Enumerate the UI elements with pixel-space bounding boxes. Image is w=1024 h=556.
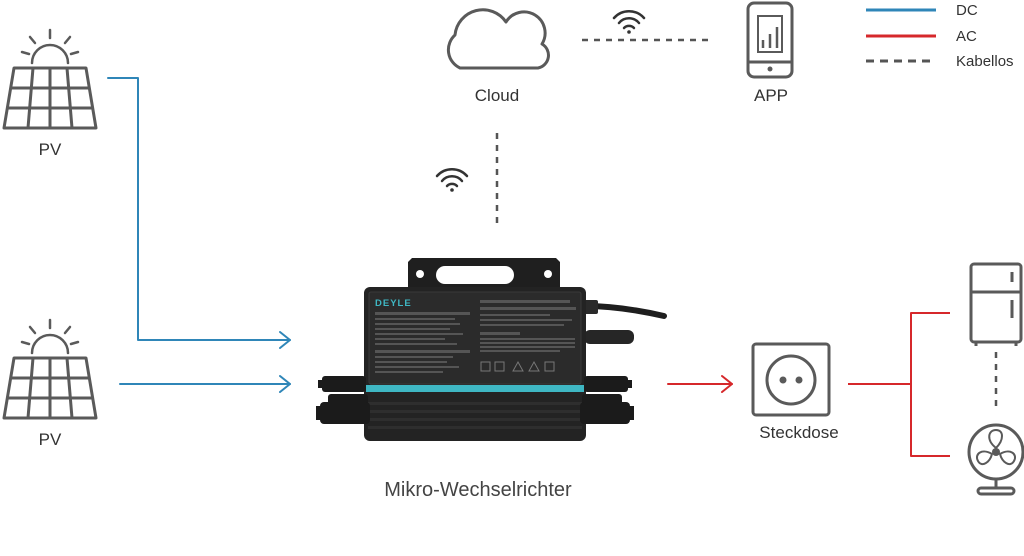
pv-top-label: PV xyxy=(39,140,62,159)
dc-line-top xyxy=(107,77,291,341)
bracket-hole xyxy=(436,266,514,284)
micro-inverter: DEYLE xyxy=(316,258,667,501)
dc-connectors-left xyxy=(316,376,370,424)
pv-panel-top: PV xyxy=(2,28,98,159)
legend-ac-label: AC xyxy=(956,28,977,45)
fan-icon xyxy=(967,423,1024,496)
pv-panel-bottom: PV xyxy=(2,318,98,449)
smartphone-icon xyxy=(746,1,794,79)
inverter-brand-logo: DEYLE xyxy=(375,298,412,309)
socket-label: Steckdose xyxy=(759,423,838,442)
legend-cableless-label: Kabellos xyxy=(956,53,1014,70)
dc-connectors-right xyxy=(580,376,634,424)
refrigerator-icon xyxy=(969,262,1023,346)
ac-connection-inverter-socket xyxy=(667,375,733,393)
arrow-head-icon xyxy=(279,331,291,349)
arrow-head-icon xyxy=(721,375,733,393)
spec-label-lines xyxy=(375,300,576,373)
sun-icon xyxy=(20,28,80,65)
pv-bottom-label: PV xyxy=(39,430,62,449)
solar-panel-icon xyxy=(2,66,98,130)
app-node: APP xyxy=(746,1,794,105)
cloud-label: Cloud xyxy=(475,86,519,105)
arrow-head-icon xyxy=(279,375,291,393)
inverter-label: Mikro-Wechselrichter xyxy=(384,479,572,501)
legend-dc-label: DC xyxy=(956,2,978,19)
certification-icons xyxy=(480,360,555,372)
cloud-node: Cloud xyxy=(446,8,550,105)
socket-node: Steckdose xyxy=(751,342,839,442)
sun-icon xyxy=(20,318,80,355)
dc-connections xyxy=(107,77,291,393)
accent-stripe xyxy=(366,385,584,392)
app-label: APP xyxy=(754,86,788,105)
legend: DC AC Kabellos xyxy=(866,2,1014,70)
antenna xyxy=(584,330,634,344)
solar-panel-icon xyxy=(2,356,98,420)
wifi-icon xyxy=(435,167,469,192)
cloud-icon xyxy=(446,8,550,70)
ac-connection-appliances xyxy=(848,312,950,457)
wifi-icon xyxy=(612,9,646,34)
cooling-fins xyxy=(368,402,582,429)
power-socket-icon xyxy=(751,342,831,417)
